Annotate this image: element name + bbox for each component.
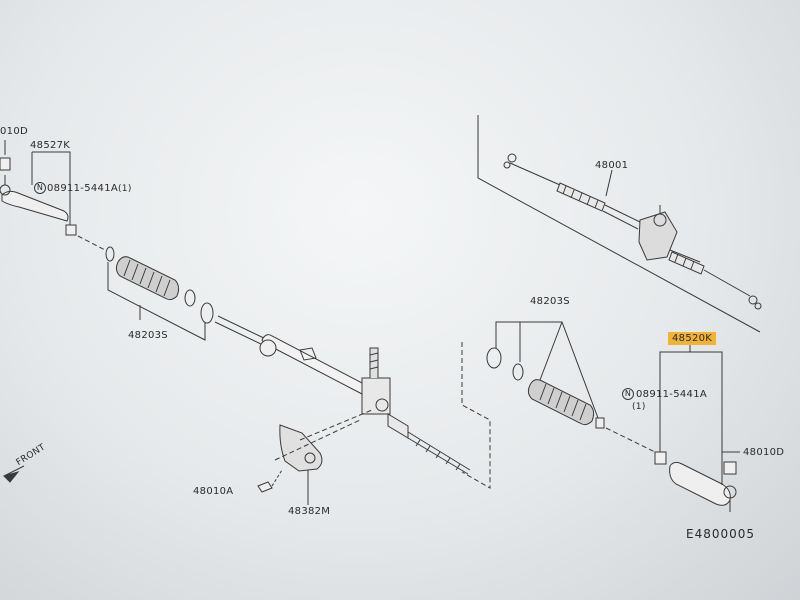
clamp-right-large: [486, 347, 502, 369]
clamp-left-small: [184, 289, 196, 307]
circle-n-icon-left: N: [34, 182, 46, 194]
label-48203s-right: 48203S: [530, 296, 570, 307]
rack-assembly-complete: [503, 153, 762, 310]
circle-n-icon-right: N: [622, 388, 634, 400]
nut-48010d-right: [723, 461, 737, 475]
label-48520k-highlight: 48520K: [668, 332, 717, 345]
bolt-48010a: [257, 481, 273, 493]
nut-right: [654, 451, 667, 465]
label-48010a: 48010A: [193, 486, 234, 497]
boot-left: [115, 256, 180, 301]
assembly-inset-frame: [477, 115, 761, 333]
front-arrow-icon: [3, 465, 25, 483]
clip-right: [595, 417, 605, 429]
mount-bracket: [274, 409, 373, 505]
label-48527k: 48527K: [30, 140, 71, 151]
label-bolt-right: 08911-5441A: [636, 389, 708, 400]
boot-clip-left: [105, 246, 115, 262]
label-bolt-right-qty: (1): [632, 402, 646, 412]
label-48382m: 48382M: [288, 506, 331, 517]
label-48010d-top: 010D: [0, 126, 28, 137]
label-bolt-left: 08911-5441A: [47, 183, 119, 194]
boot-right: [527, 379, 595, 426]
label-bolt-left-qty: (1): [118, 184, 132, 194]
label-48001: 48001: [595, 160, 629, 171]
tie-rod-end-right: [669, 461, 737, 512]
rack-housing: [214, 315, 471, 475]
clamp-left-large: [200, 302, 214, 324]
tie-rod-end-left: [0, 157, 69, 222]
diagram-code: E4800005: [686, 527, 756, 541]
label-48203s-left: 48203S: [128, 330, 168, 341]
nut-left: [65, 224, 77, 236]
clamp-right-small: [512, 363, 524, 381]
label-48010d-right: 48010D: [743, 447, 785, 458]
